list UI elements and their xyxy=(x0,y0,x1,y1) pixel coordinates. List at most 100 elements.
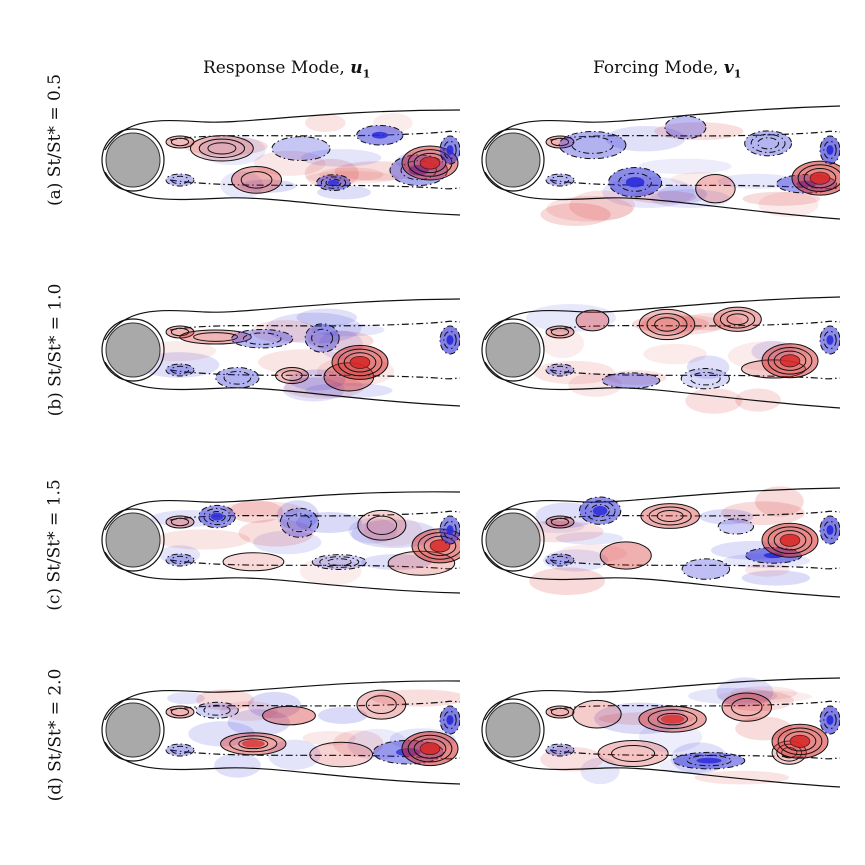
wash-blob-fill xyxy=(650,189,731,208)
wake-structure-contour xyxy=(189,135,254,162)
downstream-structure-contour xyxy=(773,350,807,371)
near-wake-lobe-contour xyxy=(550,745,570,755)
wake-structure-contour xyxy=(229,735,278,753)
wake-structure-core xyxy=(592,505,608,516)
downstream-structure-contour xyxy=(411,528,460,564)
row-label-d: (d) St/St* = 2.0 xyxy=(30,635,80,835)
wake-structure-contour xyxy=(215,367,260,389)
wash-blob-fill xyxy=(735,388,781,412)
wash-blob-fill xyxy=(155,529,251,550)
wake-structure-fill xyxy=(271,136,331,161)
edge-structure-core xyxy=(826,715,834,725)
wake-structure-contour xyxy=(242,332,282,345)
forcing-mode-field-c xyxy=(481,486,840,598)
wake-structure-fill xyxy=(195,702,239,719)
downstream-structure-core xyxy=(810,172,830,185)
near-wake-lobe-contour xyxy=(170,555,190,565)
near-wake-lobe-contour xyxy=(550,555,570,565)
near-wake-lobe-contour xyxy=(550,517,570,527)
wake-structure-contour xyxy=(195,701,239,719)
wake-structure-contour xyxy=(231,166,283,194)
wake-structure-contour xyxy=(389,154,448,187)
response-mode-symbol: u xyxy=(350,58,363,78)
wake-structure-contour xyxy=(741,359,806,379)
wash-blob-fill xyxy=(555,531,624,545)
wake-structure-contour xyxy=(608,167,663,198)
downstream-structure-contour xyxy=(773,530,807,551)
wash-blob-fill xyxy=(229,500,284,523)
near-wake-lobe-contour xyxy=(545,325,575,339)
wash-blob-fill xyxy=(670,172,734,187)
wash-blob-fill xyxy=(238,519,314,547)
wake-structure-contour xyxy=(681,558,731,580)
edge-structure-contour xyxy=(439,705,460,735)
wash-blob-fill xyxy=(183,136,268,156)
wash-blob-fill xyxy=(265,312,362,344)
near-wake-lobe-fill xyxy=(166,516,194,528)
row-label-d-text: (d) St/St* = 2.0 xyxy=(45,668,66,802)
wake-structure-contour xyxy=(680,368,730,390)
wake-structure-contour xyxy=(208,511,226,523)
near-wake-lobe-contour xyxy=(170,745,190,755)
cylinder-contour xyxy=(101,318,165,382)
wash-blob-fill xyxy=(540,202,611,227)
wash-blob-fill xyxy=(188,721,256,747)
envelope-contour-bottom xyxy=(104,551,460,594)
near-wake-lobe-fill xyxy=(166,174,194,186)
wake-structure-fill xyxy=(262,706,316,725)
wash-blob-fill xyxy=(334,161,422,181)
wake-structure-contour xyxy=(611,744,656,763)
downstream-structure-core xyxy=(780,534,800,547)
edge-structure-core xyxy=(446,525,454,535)
forcing-mode-field-d xyxy=(481,677,840,788)
shear-contour-bottom xyxy=(549,559,840,570)
wash-blob-fill xyxy=(529,567,605,596)
wake-structure-contour xyxy=(203,507,231,526)
wash-blob-fill xyxy=(568,373,622,397)
downstream-structure-contour xyxy=(401,731,459,767)
wash-blob-fill xyxy=(580,757,620,785)
cylinder xyxy=(105,512,161,568)
response-mode-field-b xyxy=(101,298,460,407)
wash-blob-fill xyxy=(716,677,774,707)
near-wake-lobe-contour xyxy=(545,363,575,377)
wash-blob-fill xyxy=(717,173,796,189)
near-wake-lobe-contour xyxy=(550,707,570,717)
forcing-mode-symbol: v xyxy=(723,58,734,78)
edge-structure-contour xyxy=(819,135,840,165)
envelope-contour-bottom xyxy=(104,741,460,785)
edge-structure-contour xyxy=(443,520,457,540)
row-label-a-text: (a) St/St* = 0.5 xyxy=(45,73,66,207)
wake-structure-contour xyxy=(579,496,622,525)
cylinder-contour xyxy=(101,508,165,572)
wake-structure-contour xyxy=(356,124,404,146)
row-label-b: (b) St/St* = 1.0 xyxy=(30,250,80,450)
wash-blob-fill xyxy=(685,388,743,414)
cylinder-contour xyxy=(481,508,545,572)
edge-structure-core xyxy=(826,525,834,535)
shear-contour-top xyxy=(169,700,460,711)
cylinder-contour xyxy=(481,318,545,382)
near-wake-lobe-fill xyxy=(166,136,194,148)
wash-blob-fill xyxy=(541,328,585,359)
cylinder xyxy=(105,702,161,758)
wake-structure-contour xyxy=(656,509,684,523)
wash-blob-fill xyxy=(239,179,297,193)
wake-structure-contour xyxy=(640,503,700,529)
near-wake-lobe-fill xyxy=(166,326,194,338)
near-wake-lobe-fill xyxy=(546,364,574,376)
wake-structure-fill xyxy=(695,174,736,203)
downstream-structure-core xyxy=(420,157,440,169)
cylinder-contour xyxy=(101,128,165,192)
wake-structure-fill xyxy=(721,692,772,722)
wake-structure-contour xyxy=(366,515,398,535)
downstream-structure-contour xyxy=(761,343,819,379)
wash-blob-fill xyxy=(296,308,358,327)
wash-blob-fill xyxy=(742,191,821,206)
wash-blob-fill xyxy=(220,171,264,199)
edge-structure-contour xyxy=(823,520,837,540)
wake-structure-fill xyxy=(576,310,609,331)
forcing-mode-panel-b xyxy=(475,270,840,450)
wake-structure-contour xyxy=(356,689,407,720)
wake-structure-contour xyxy=(717,518,755,535)
